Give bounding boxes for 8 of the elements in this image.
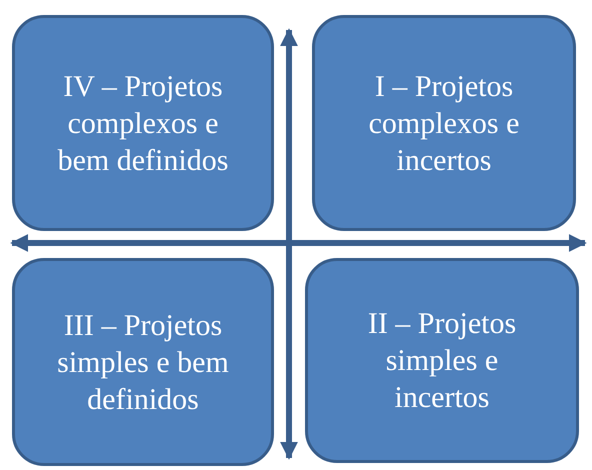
quadrant-label: II – Projetos simples e incertos: [366, 306, 518, 416]
quadrant-box: [312, 15, 576, 231]
quadrant-label: III – Projetos simples e bem definidos: [56, 308, 230, 418]
quadrant-label: I – Projetos complexos e incertos: [368, 68, 520, 178]
quadrant-box: [12, 15, 274, 231]
quadrant-label: IV – Projetos complexos e bem definidos: [56, 68, 230, 178]
quadrant-box: [305, 258, 579, 463]
quadrant-box: [12, 258, 274, 466]
